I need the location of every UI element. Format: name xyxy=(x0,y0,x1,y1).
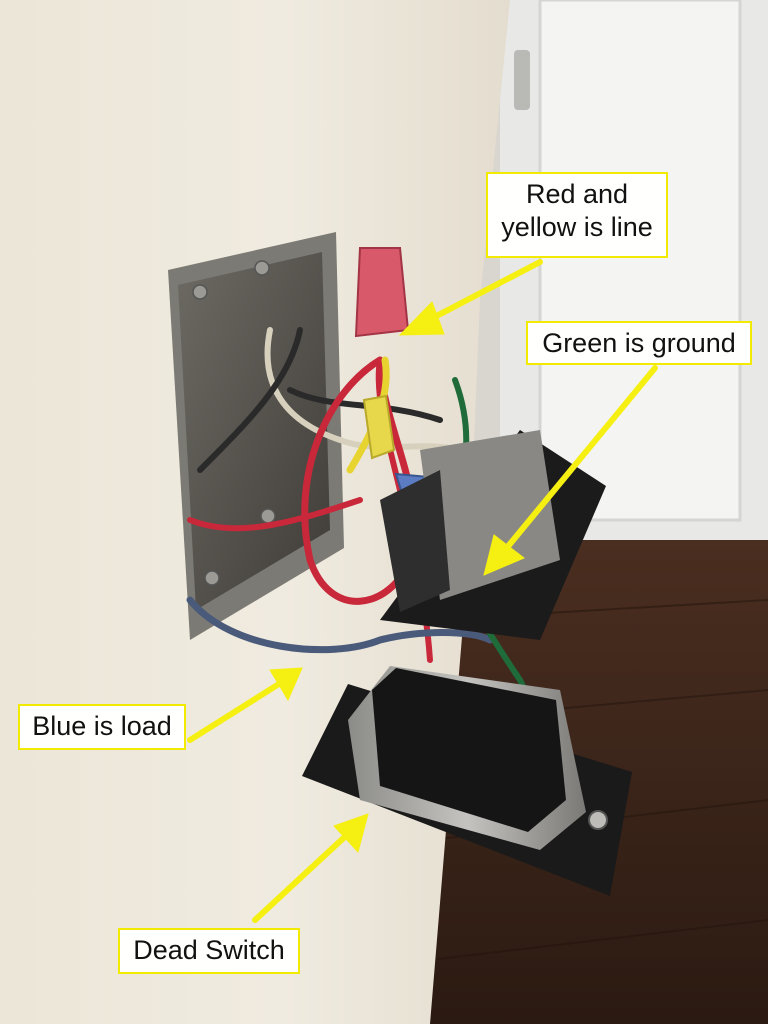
arrow-ground xyxy=(483,365,658,576)
red-wire-nut xyxy=(354,247,410,338)
label-line-2: yellow is line xyxy=(501,212,653,242)
arrow-load xyxy=(187,667,303,743)
live-switch xyxy=(380,430,606,640)
door-hinge xyxy=(514,50,530,110)
dead-switch xyxy=(302,666,632,896)
label-ground: Green is ground xyxy=(526,321,752,365)
door xyxy=(538,0,742,522)
arrow-dead xyxy=(252,813,369,923)
label-line: Red and yellow is line xyxy=(486,172,668,258)
annotation-arrows xyxy=(187,259,658,923)
label-line-1: Red and xyxy=(525,179,629,209)
label-dead-switch: Dead Switch xyxy=(118,928,300,974)
box-screws xyxy=(192,260,276,586)
dead-switch-screw xyxy=(588,810,608,830)
yellow-wire-nut xyxy=(362,394,396,460)
label-load: Blue is load xyxy=(18,704,186,750)
arrow-line xyxy=(398,259,543,336)
